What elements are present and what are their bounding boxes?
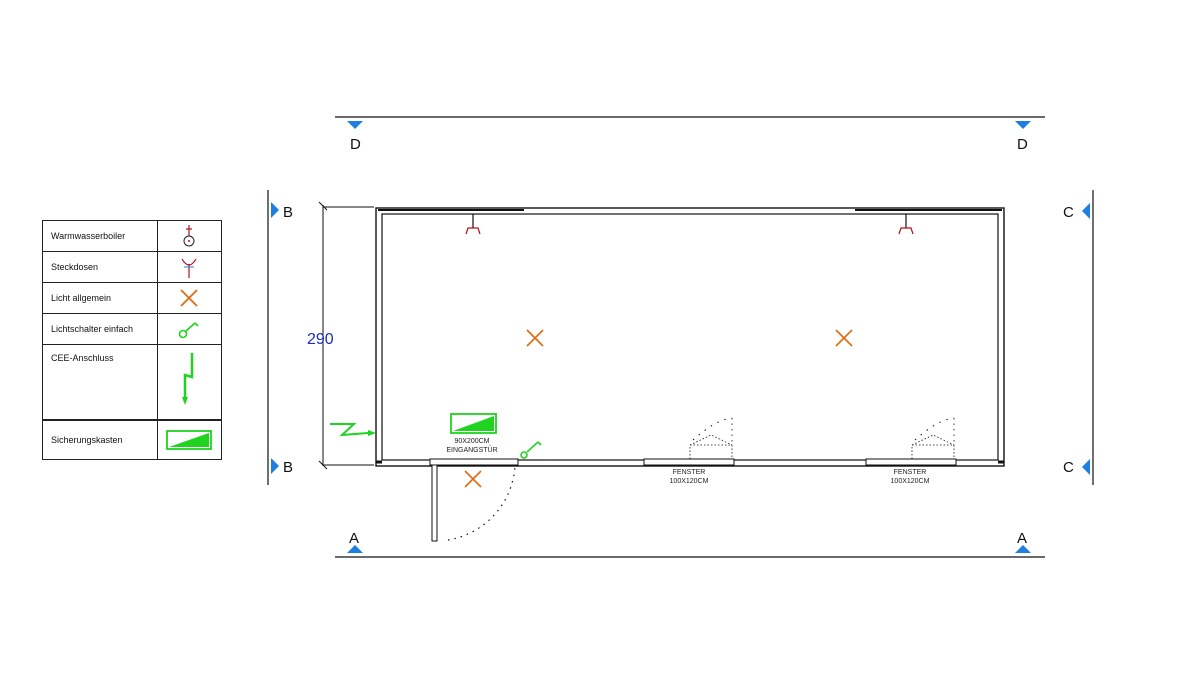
cee-connection-icon	[182, 353, 194, 405]
fuse-box-icon	[166, 430, 213, 450]
entrance-door	[429, 458, 519, 542]
section-label-a-left: A	[349, 530, 359, 547]
window-2-size: 100X120CM	[891, 478, 930, 485]
window-1-name: FENSTER	[673, 469, 706, 476]
dimension-height-label: 290	[307, 331, 334, 348]
window-2-name: FENSTER	[894, 469, 927, 476]
legend-label: Sicherungskasten	[42, 419, 158, 460]
window-1	[643, 417, 735, 466]
section-label-b-bottom: B	[283, 459, 293, 476]
legend-row: CEE-Anschluss	[42, 344, 223, 421]
legend-row: Sicherungskasten	[42, 419, 223, 460]
fuse-box-icon	[450, 413, 497, 434]
socket-icon	[181, 258, 197, 278]
light-icon	[526, 329, 544, 347]
socket-icon	[465, 214, 481, 235]
section-label-d-left: D	[350, 136, 361, 153]
legend-label: Steckdosen	[42, 251, 158, 283]
socket-icon	[898, 214, 914, 235]
section-label-b-top: B	[283, 204, 293, 221]
legend-row: Lichtschalter einfach	[42, 313, 223, 345]
section-label-d-right: D	[1017, 136, 1028, 153]
light-switch-icon	[520, 441, 542, 459]
light-icon	[180, 289, 199, 307]
section-marker-c-top	[1082, 203, 1090, 219]
section-marker-d-right	[1015, 121, 1031, 129]
light-icon	[835, 329, 853, 347]
legend-row: Warmwasserboiler	[42, 220, 223, 252]
legend-label: CEE-Anschluss	[42, 344, 158, 421]
section-marker-a-right	[1015, 545, 1031, 553]
legend-label: Warmwasserboiler	[42, 220, 158, 252]
water-heater-icon	[183, 225, 195, 247]
window-1-size: 100X120CM	[670, 478, 709, 485]
section-marker-d-left	[347, 121, 363, 129]
door-size-label: 90X200CM	[454, 438, 489, 445]
light-icon	[464, 470, 482, 488]
section-label-c-bottom: C	[1063, 459, 1074, 476]
light-switch-icon	[179, 322, 200, 339]
section-marker-a-left	[347, 545, 363, 553]
section-label-a-right: A	[1017, 530, 1027, 547]
section-label-c-top: C	[1063, 204, 1074, 221]
legend-row: Licht allgemein	[42, 282, 223, 314]
legend-label: Licht allgemein	[42, 282, 158, 314]
door-name-label: EINGANGSTÜR	[446, 446, 497, 454]
dimension-line	[318, 201, 374, 470]
cee-connection-icon	[330, 423, 376, 437]
section-marker-b-bottom	[271, 458, 279, 474]
legend-label: Lichtschalter einfach	[42, 313, 158, 345]
section-marker-b-top	[271, 202, 279, 218]
legend-table: Warmwasserboiler Steckdosen Licht allgem…	[42, 220, 223, 460]
section-marker-c-bottom	[1082, 459, 1090, 475]
legend-row: Steckdosen	[42, 251, 223, 283]
window-2	[865, 417, 957, 466]
